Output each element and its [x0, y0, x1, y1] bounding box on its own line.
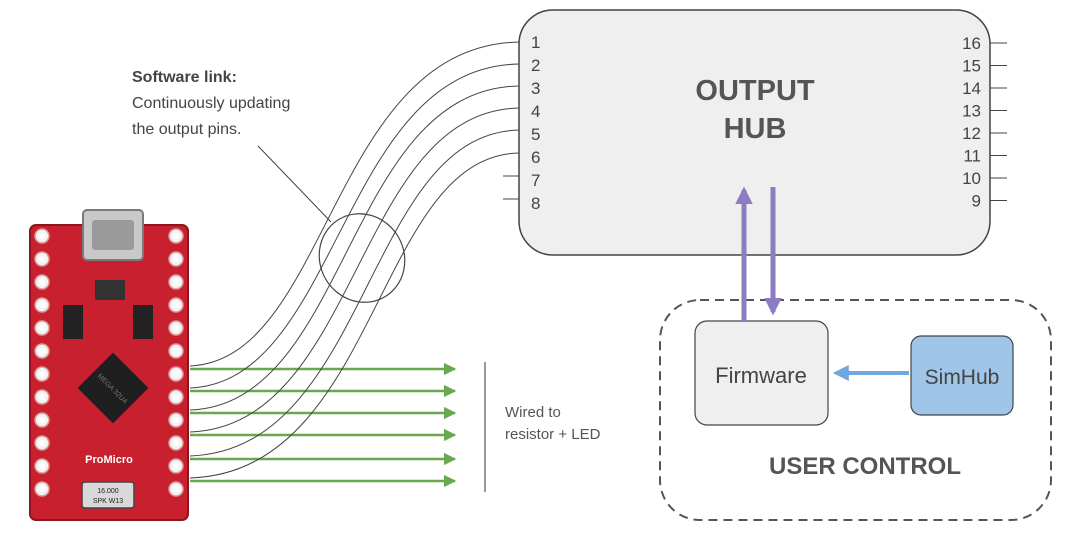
pin-hole-center: [39, 486, 45, 492]
hub-right-pin-label: 12: [962, 124, 981, 143]
pin-hole-center: [39, 394, 45, 400]
pin-hole-center: [173, 417, 179, 423]
pin-hole-center: [39, 371, 45, 377]
software-link-line2: the output pins.: [132, 121, 241, 138]
pin-hole-center: [39, 463, 45, 469]
user-control-title: USER CONTROL: [769, 453, 961, 480]
pin-hole-center: [39, 256, 45, 262]
simhub-label: SimHub: [925, 366, 1000, 389]
firmware-label: Firmware: [715, 363, 807, 388]
hub-left-pin-label: 1: [531, 33, 540, 52]
crystal: 16.000 SPK W13: [81, 481, 135, 509]
pin-hole-center: [39, 279, 45, 285]
hub-left-pin-label: 3: [531, 79, 540, 98]
hub-left-pin-label: 6: [531, 148, 540, 167]
right-pin-header: [168, 228, 184, 497]
hub-right-pin-label: 10: [962, 169, 981, 188]
hub-left-pin-label: 4: [531, 102, 540, 121]
board-name: ProMicro: [85, 454, 133, 466]
hub-right-pin-label: 9: [972, 192, 981, 211]
hub-left-pin-label: 7: [531, 171, 540, 190]
software-link-title: Software link:: [132, 69, 237, 86]
pin-hole-center: [39, 302, 45, 308]
pin-hole-center: [39, 233, 45, 239]
pin-hole-center: [173, 371, 179, 377]
pin-hole-center: [39, 440, 45, 446]
hub-right-pins: 16 15 14 13 12 11 10 9: [962, 34, 1007, 211]
hub-right-pin-label: 13: [962, 102, 981, 121]
software-link-pointer: [257, 145, 332, 223]
software-link-wires: [189, 41, 521, 479]
hub-right-pin-label: 14: [962, 79, 981, 98]
green-arrows: [190, 362, 457, 488]
pin-hole-center: [173, 348, 179, 354]
hub-left-pin-label: 8: [531, 194, 540, 213]
left-pin-header: [34, 228, 50, 497]
pin-hole-center: [173, 233, 179, 239]
wired-label-1: Wired to: [505, 404, 561, 421]
pin-hole-center: [173, 394, 179, 400]
pin-hole-center: [173, 486, 179, 492]
pin-hole-center: [173, 279, 179, 285]
output-hub-title-1: OUTPUT: [695, 75, 815, 107]
user-control: Firmware SimHub USER CONTROL: [659, 299, 1052, 521]
hub-right-pin-label: 16: [962, 34, 981, 53]
user-control-box: [659, 299, 1052, 521]
hub-right-pin-label: 15: [962, 57, 981, 76]
pin-hole-center: [173, 302, 179, 308]
hub-left-pin-label: 5: [531, 125, 540, 144]
software-link-ellipse: [318, 213, 406, 303]
hub-right-pin-label: 11: [963, 147, 981, 166]
output-hub-title-2: HUB: [724, 113, 787, 145]
simhub-box: [910, 335, 1014, 416]
crystal-text-1: 16.000: [97, 488, 119, 495]
wired-label-2: resistor + LED: [505, 426, 601, 443]
pin-hole-center: [173, 440, 179, 446]
pin-hole-center: [39, 325, 45, 331]
software-link-line1: Continuously updating: [132, 95, 290, 112]
pin-hole-center: [173, 325, 179, 331]
hub-left-pin-label: 2: [531, 56, 540, 75]
firmware-box: [694, 320, 829, 426]
pin-hole-center: [173, 463, 179, 469]
hub-left-pins: 1 2 3 4 5 6 7 8: [503, 33, 540, 213]
pin-hole-center: [173, 256, 179, 262]
crystal-text-2: SPK W13: [93, 498, 123, 505]
pin-hole-center: [39, 348, 45, 354]
pin-hole-center: [39, 417, 45, 423]
promicro-board: MEGA 32U4 16.000 SPK W13 ProMicro: [29, 209, 189, 521]
